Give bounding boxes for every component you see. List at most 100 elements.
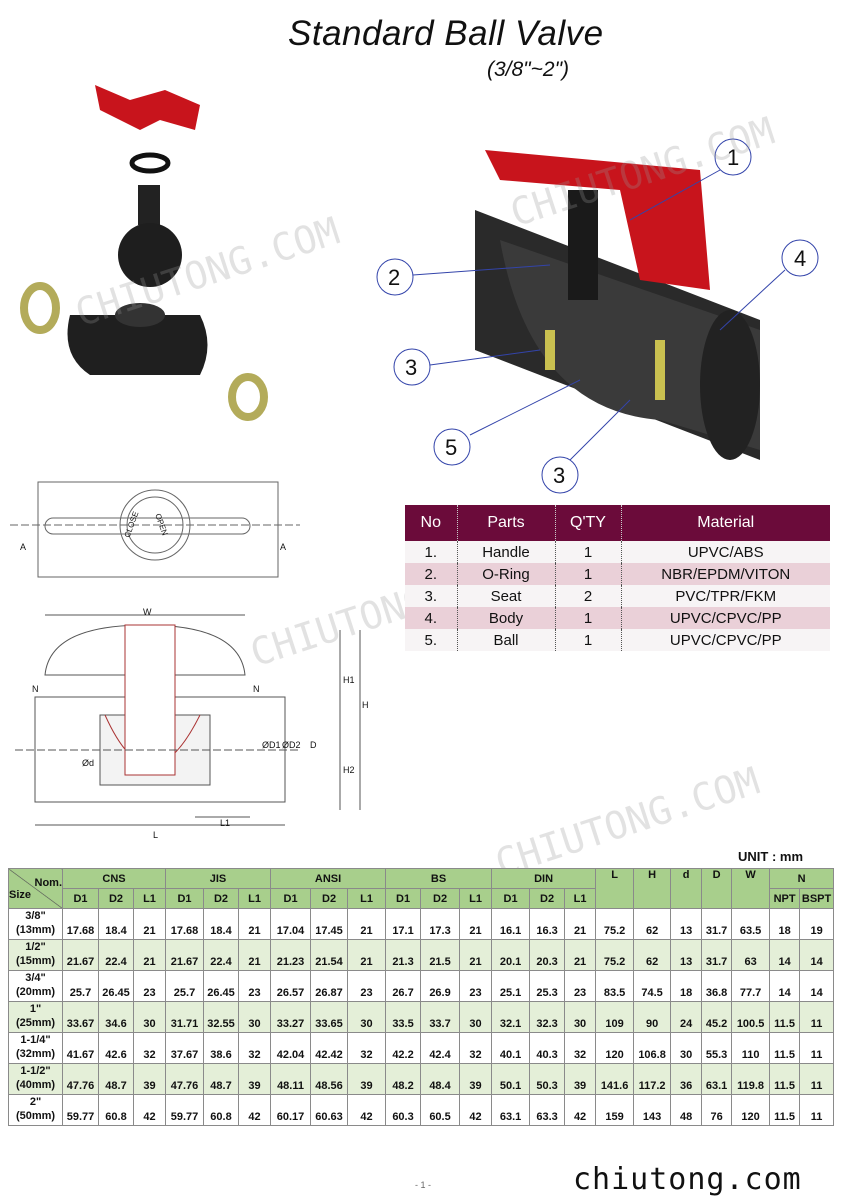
sub-header: D1	[385, 888, 422, 909]
value-cell: 21.5	[420, 939, 461, 971]
sub-header: D2	[529, 888, 566, 909]
size-mm: (50mm)	[15, 1110, 56, 1122]
dim-N-left: N	[32, 684, 39, 694]
value-cell: 19	[799, 908, 835, 940]
parts-cell: Seat	[457, 585, 556, 607]
value-cell: 17.68	[165, 908, 204, 940]
value-cell: 16.1	[491, 908, 531, 940]
value-cell: 90	[633, 1001, 672, 1033]
size-mm: (40mm)	[15, 1079, 56, 1091]
value-cell: 23	[347, 970, 387, 1002]
value-cell: 32	[564, 1032, 597, 1064]
value-cell: 75.2	[595, 908, 635, 940]
value-cell: 60.3	[385, 1094, 422, 1126]
value-cell: 40.1	[491, 1032, 531, 1064]
value-cell: 120	[731, 1094, 771, 1126]
dim-d: Ød	[82, 758, 95, 768]
ball-part	[118, 223, 182, 287]
value-cell: 48.7	[203, 1063, 239, 1095]
group-header: DIN	[491, 868, 597, 889]
value-cell: 14	[799, 970, 835, 1002]
exploded-view-illustration	[20, 85, 268, 421]
value-cell: 42.42	[310, 1032, 349, 1064]
value-cell: 39	[347, 1063, 387, 1095]
value-cell: 50.3	[529, 1063, 566, 1095]
group-header: d	[670, 868, 703, 909]
value-cell: 39	[133, 1063, 166, 1095]
value-cell: 18.4	[203, 908, 239, 940]
value-cell: 120	[595, 1032, 635, 1064]
value-cell: 33.65	[310, 1001, 349, 1033]
value-cell: 62	[633, 939, 672, 971]
size-mm: (15mm)	[15, 955, 56, 967]
value-cell: 22.4	[203, 939, 239, 971]
section-a-left: A	[20, 542, 27, 552]
value-cell: 30	[237, 1001, 272, 1033]
page-number: - 1 -	[415, 1180, 432, 1190]
value-cell: 36.8	[701, 970, 733, 1002]
value-cell: 32.1	[491, 1001, 531, 1033]
value-cell: 23	[133, 970, 166, 1002]
value-cell: 13	[670, 908, 703, 940]
sub-header: D2	[203, 888, 239, 909]
parts-cell: 1	[555, 607, 622, 629]
value-cell: 74.5	[633, 970, 672, 1002]
sub-header: L1	[347, 888, 387, 909]
value-cell: 22.4	[98, 939, 134, 971]
website: chiutong.com	[573, 1162, 802, 1197]
size-cell: 3/4"(20mm)	[8, 970, 63, 1002]
unit-label: UNIT : mm	[738, 849, 803, 864]
value-cell: 26.45	[203, 970, 239, 1002]
dim-W: W	[143, 607, 152, 617]
value-cell: 141.6	[595, 1063, 635, 1095]
value-cell: 42	[347, 1094, 387, 1126]
parts-cell: 1.	[405, 541, 458, 563]
value-cell: 48.4	[420, 1063, 461, 1095]
value-cell: 60.5	[420, 1094, 461, 1126]
sub-header: BSPT	[799, 888, 835, 909]
value-cell: 31.7	[701, 908, 733, 940]
body-part	[67, 315, 208, 375]
value-cell: 23	[459, 970, 493, 1002]
value-cell: 21	[237, 908, 272, 940]
corner-nom: Nom.	[34, 876, 63, 889]
value-cell: 60.17	[270, 1094, 312, 1126]
value-cell: 42	[237, 1094, 272, 1126]
section-drawing	[15, 614, 361, 826]
sub-header: NPT	[769, 888, 801, 909]
dim-H2: H2	[343, 765, 355, 775]
value-cell: 17.04	[270, 908, 312, 940]
value-cell: 48.2	[385, 1063, 422, 1095]
value-cell: 11	[799, 1063, 835, 1095]
value-cell: 117.2	[633, 1063, 672, 1095]
parts-cell: 1	[555, 629, 622, 651]
value-cell: 37.67	[165, 1032, 204, 1064]
value-cell: 18	[769, 908, 801, 940]
value-cell: 119.8	[731, 1063, 771, 1095]
value-cell: 42.6	[98, 1032, 134, 1064]
value-cell: 25.1	[491, 970, 531, 1002]
parts-cell: 3.	[405, 585, 458, 607]
parts-cell: UPVC/CPVC/PP	[621, 607, 830, 629]
corner-header: Nom.Size	[8, 868, 63, 909]
size-inch: 1"	[29, 1003, 42, 1015]
sub-header: D2	[310, 888, 349, 909]
group-header: H	[633, 868, 672, 909]
value-cell: 47.76	[165, 1063, 204, 1095]
dim-H1: H1	[343, 675, 355, 685]
value-cell: 42	[564, 1094, 597, 1126]
group-header: CNS	[62, 868, 166, 889]
value-cell: 25.3	[529, 970, 566, 1002]
value-cell: 60.8	[203, 1094, 239, 1126]
value-cell: 11.5	[769, 1063, 801, 1095]
value-cell: 21	[564, 939, 597, 971]
value-cell: 26.9	[420, 970, 461, 1002]
parts-cell: 4.	[405, 607, 458, 629]
parts-cell: 1	[555, 541, 622, 563]
value-cell: 32.55	[203, 1001, 239, 1033]
sub-header: D1	[491, 888, 531, 909]
